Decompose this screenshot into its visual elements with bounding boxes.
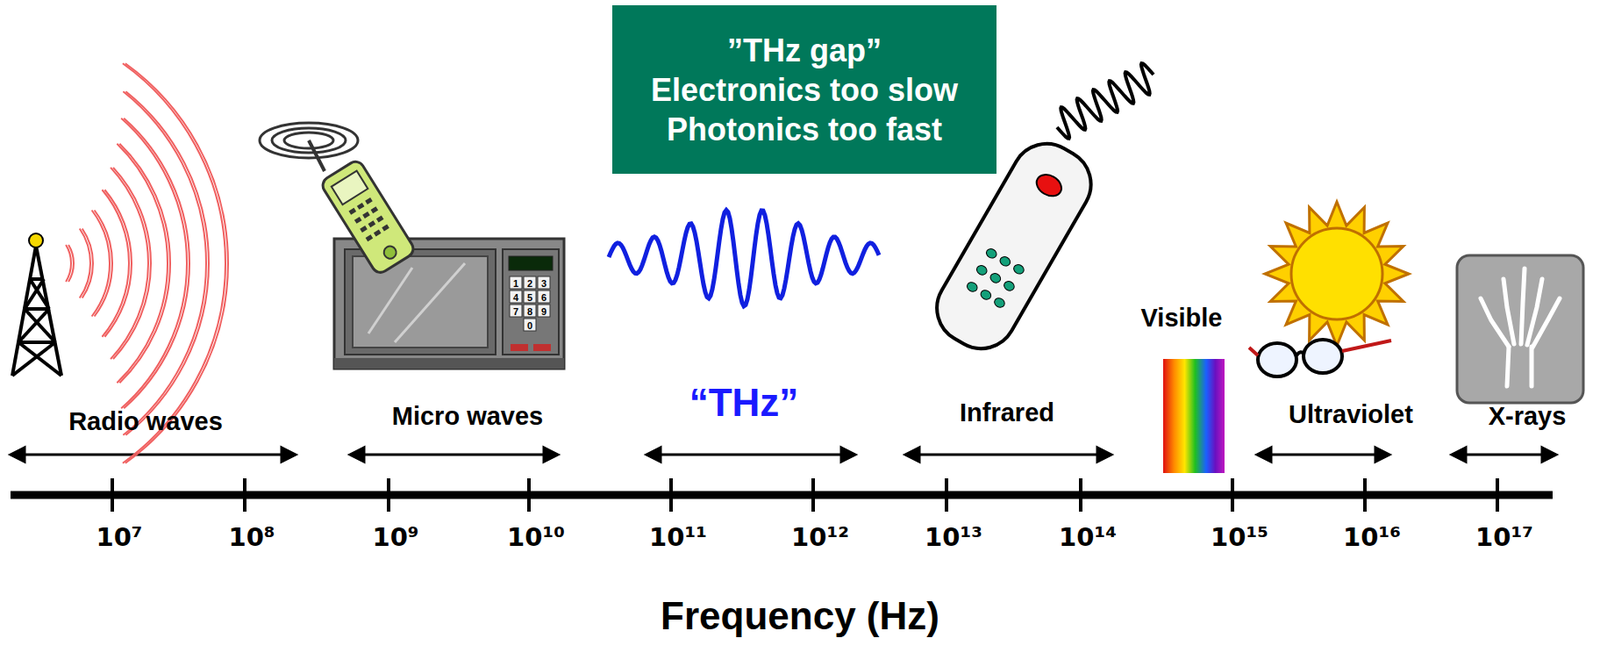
xray-hand <box>1457 255 1584 403</box>
tick-label: 10¹⁴ <box>1058 521 1117 552</box>
band-label: Infrared <box>959 398 1055 428</box>
sun-icon <box>1264 201 1409 346</box>
note-line: Photonics too fast <box>666 109 943 150</box>
tick-label: 10¹⁷ <box>1475 521 1534 552</box>
keypad-digit: 2 <box>527 278 533 289</box>
keypad-digit: 4 <box>513 292 519 303</box>
mobile-phone <box>259 122 417 276</box>
tick-label: 10¹¹ <box>649 521 708 552</box>
tick-label: 10⁹ <box>371 521 419 552</box>
note-line: Electronics too slow <box>650 70 958 110</box>
note-heading: ”THz gap” <box>727 30 882 71</box>
band-label: Visible <box>1141 303 1223 333</box>
tick-label: 10¹⁶ <box>1342 521 1401 552</box>
keypad-digit: 9 <box>541 306 547 317</box>
thz-wave <box>608 210 879 307</box>
keypad-digit: 6 <box>541 292 547 303</box>
radio-waves-arcs <box>65 63 229 464</box>
radio-tower <box>12 233 62 376</box>
keypad-digit: 8 <box>527 306 533 317</box>
band-label: “THz” <box>689 380 800 425</box>
band-label: X-rays <box>1488 401 1567 431</box>
tick-label: 10⁸ <box>228 521 275 552</box>
band-label: Radio waves <box>68 407 223 436</box>
tick-label: 10⁷ <box>95 521 143 552</box>
tick-label: 10¹³ <box>924 521 983 552</box>
sunglasses <box>1249 339 1392 377</box>
note-box: ”THz gap”Electronics too slowPhotonics t… <box>612 5 997 174</box>
band-label: Ultraviolet <box>1288 400 1414 429</box>
band-label: Micro waves <box>392 401 543 431</box>
axis-ticks <box>112 478 1498 512</box>
keypad-digit: 5 <box>527 292 533 303</box>
keypad-digit: 0 <box>527 320 533 331</box>
keypad-digit: 3 <box>541 278 547 289</box>
band-arrows <box>10 447 1557 462</box>
tick-label: 10¹⁰ <box>507 521 565 552</box>
keypad-digit: 1 <box>513 278 519 289</box>
axis-title: Frequency (Hz) <box>660 593 940 638</box>
keypad-digit: 7 <box>513 306 519 317</box>
frequency-axis <box>10 491 1553 500</box>
tick-label: 10¹² <box>791 521 850 552</box>
tick-label: 10¹⁵ <box>1210 521 1269 552</box>
visible-spectrum-bar <box>1163 358 1225 473</box>
